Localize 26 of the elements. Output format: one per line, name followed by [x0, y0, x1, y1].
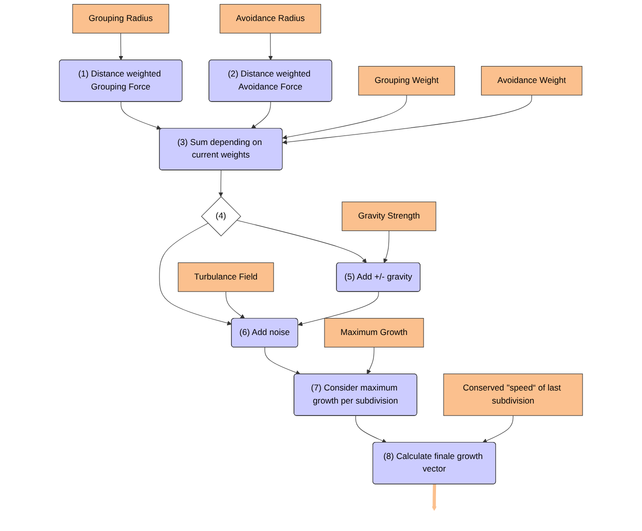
node-box: Gravity Strength	[342, 202, 436, 232]
arrow	[226, 291, 246, 319]
node-box: Grouping Weight	[358, 66, 455, 96]
arrow	[355, 416, 387, 443]
arrow	[366, 346, 374, 374]
arrow	[236, 220, 367, 264]
arrow	[482, 415, 514, 443]
node-box: Avoidance Weight	[481, 66, 582, 96]
arrow	[264, 347, 301, 375]
node-box: Conserved "speed“ of last subdivision	[443, 374, 583, 416]
node-box: Avoidance Radius	[220, 4, 322, 34]
arrow	[268, 32, 273, 60]
arrow	[120, 102, 162, 130]
arrow	[159, 222, 232, 326]
node-diamond: (4)	[201, 196, 242, 236]
arrow	[118, 32, 124, 60]
arrow	[383, 230, 390, 264]
arrow	[282, 94, 407, 140]
arrow	[218, 170, 224, 197]
node-box: Grouping Radius	[72, 4, 170, 34]
arrow	[432, 484, 437, 511]
arrow	[298, 292, 379, 326]
arrow	[282, 94, 532, 144]
arrow	[251, 102, 271, 129]
node-box: Turbulance Field	[178, 262, 274, 292]
node-box: Maximum Growth	[324, 318, 424, 348]
